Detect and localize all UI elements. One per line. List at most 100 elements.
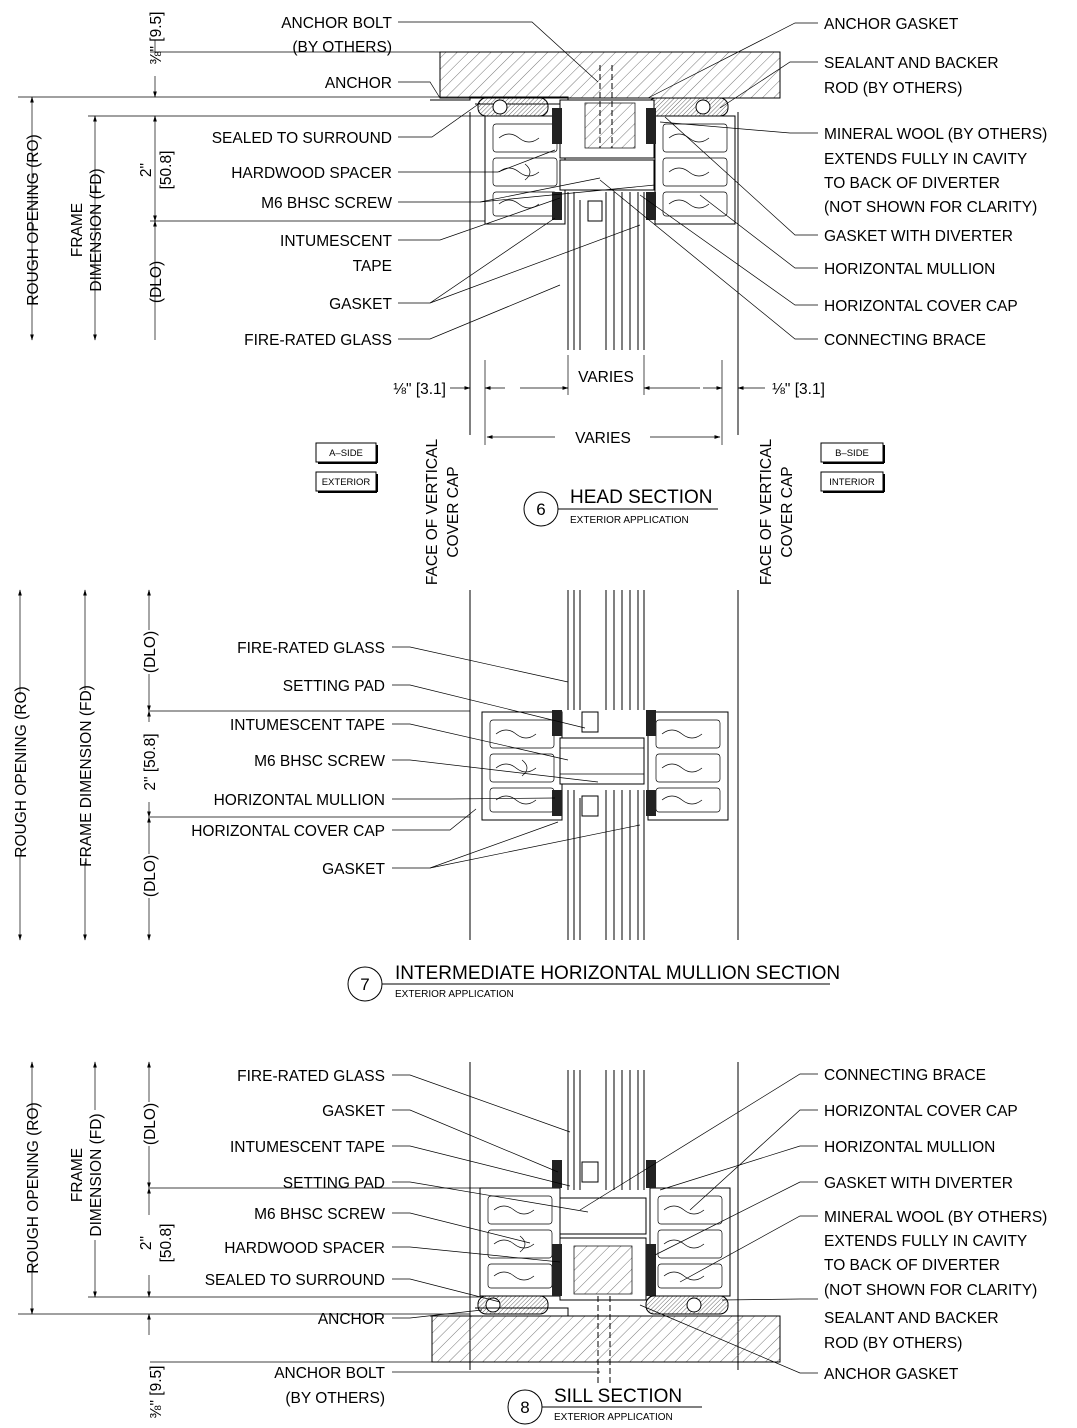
head-label-wool-1: MINERAL WOOL (BY OTHERS) [824,126,1047,143]
sill-glass [567,1070,645,1190]
head-dim-fd-1: FRAME [69,203,86,257]
head-dim-2in-b: [50.8] [158,151,175,190]
sill-section-subtitle: EXTERIOR APPLICATION [554,1412,673,1423]
mullion-dim-2in: 2" [50.8] [142,733,159,790]
head-label-screw: M6 BHSC SCREW [261,195,392,212]
mullion-section: FIRE-RATED GLASS SETTING PAD INTUMESCENT… [10,589,840,1002]
sill-label-wool-3: TO BACK OF DIVERTER [824,1257,1000,1274]
head-substrate [439,51,781,99]
head-dim-varies-inner: VARIES [578,369,634,386]
interior-tag: INTERIOR [820,471,885,493]
exterior-tag: EXTERIOR [315,471,378,493]
svg-text:EXTERIOR: EXTERIOR [322,477,371,488]
sill-frame-left [479,1187,561,1297]
svg-text:A–SIDE: A–SIDE [329,448,363,459]
head-label-anchor-gasket: ANCHOR GASKET [824,16,959,33]
sill-label-sealant-1: SEALANT AND BACKER [824,1310,999,1327]
head-sealant-left [477,97,549,117]
mullion-section-heading: INTERMEDIATE HORIZONTAL MULLION SECTION [395,963,840,984]
head-dim-eighth-left: ⅛" [3.1] [393,381,446,398]
head-label-glass: FIRE-RATED GLASS [244,332,392,349]
head-label-gasket-diverter: GASKET WITH DIVERTER [824,228,1013,245]
mullion-label-mullion: HORIZONTAL MULLION [214,792,385,809]
sill-label-wool-1: MINERAL WOOL (BY OTHERS) [824,1209,1047,1226]
head-label-wool-3: TO BACK OF DIVERTER [824,175,1000,192]
sill-label-wool-2: EXTENDS FULLY IN CAVITY [824,1233,1027,1250]
sill-label-gasket: GASKET [322,1103,385,1120]
head-section: ANCHOR BOLT (BY OTHERS) ANCHOR SEALED TO… [18,12,1047,586]
head-label-gasket: GASKET [329,296,392,313]
sill-label-setting-pad: SETTING PAD [283,1175,385,1192]
sill-label-sealant-2: ROD (BY OTHERS) [824,1335,962,1352]
head-dim-varies-outer: VARIES [575,430,631,447]
b-side-tag: B–SIDE [820,442,885,464]
sill-label-screw: M6 BHSC SCREW [254,1206,385,1223]
mullion-frame-right [647,711,729,821]
mullion-dim-dlo-lower: (DLO) [142,855,159,897]
sill-section-title: 8 SILL SECTION EXTERIOR APPLICATION [507,1386,702,1425]
face-label-left-2: COVER CAP [445,466,462,557]
head-anchor [430,96,569,105]
sill-dim-2in-a: 2" [138,1236,155,1250]
face-label-right-2: COVER CAP [779,466,796,557]
mullion-dim-ro: ROUGH OPENING (RO) [13,686,30,857]
head-label-intumescent-2: TAPE [353,258,392,275]
sill-dim-3-8: ⅜" [9.5] [148,1366,165,1419]
head-label-brace: CONNECTING BRACE [824,332,986,349]
sill-brace [559,1197,647,1235]
mullion-section-number: 7 [360,975,369,994]
sill-label-wool-4: (NOT SHOWN FOR CLARITY) [824,1282,1037,1299]
sill-section-heading: SILL SECTION [554,1386,682,1407]
head-label-wool-4: (NOT SHOWN FOR CLARITY) [824,199,1037,216]
head-label-anchor: ANCHOR [325,75,392,92]
mullion-glass-upper [567,590,645,733]
mullion-section-subtitle: EXTERIOR APPLICATION [395,989,514,1000]
svg-text:INTERIOR: INTERIOR [829,477,875,488]
sill-section-number: 8 [520,1398,529,1417]
mullion-label-screw: M6 BHSC SCREW [254,753,385,770]
head-label-intumescent-1: INTUMESCENT [280,233,392,250]
mullion-glass-lower [567,790,645,940]
head-dim-3-8: ⅜" [9.5] [148,12,165,65]
sill-label-anchor-bolt-2: (BY OTHERS) [285,1390,385,1407]
sill-label-cover-cap: HORIZONTAL COVER CAP [824,1103,1018,1120]
head-label-wool-2: EXTENDS FULLY IN CAVITY [824,151,1027,168]
face-label-right-1: FACE OF VERTICAL [758,439,775,586]
head-sealant-right [647,97,729,117]
head-glass [567,192,645,350]
mullion-label-gasket: GASKET [322,861,385,878]
head-label-anchor-bolt-2: (BY OTHERS) [292,39,392,56]
mullion-label-intumescent: INTUMESCENT TAPE [230,717,385,734]
head-dim-fd-2: DIMENSION (FD) [88,168,105,291]
head-dim-ro: ROUGH OPENING (RO) [25,134,42,305]
sill-frame-right [649,1187,731,1297]
sill-substrate [431,1315,781,1363]
head-label-cover-cap: HORIZONTAL COVER CAP [824,298,1018,315]
mullion-label-glass: FIRE-RATED GLASS [237,640,385,657]
sill-dim-fd-1: FRAME [69,1148,86,1202]
mullion-label-cover-cap: HORIZONTAL COVER CAP [191,823,385,840]
sill-label-anchor-gasket: ANCHOR GASKET [824,1366,959,1383]
mullion-frame-left [481,711,563,821]
sill-label-gasket-diverter: GASKET WITH DIVERTER [824,1175,1013,1192]
sill-dim-fd-2: DIMENSION (FD) [88,1113,105,1236]
head-label-sealant-2: ROD (BY OTHERS) [824,80,962,97]
head-label-mullion: HORIZONTAL MULLION [824,261,995,278]
head-section-title: 6 HEAD SECTION EXTERIOR APPLICATION [523,487,718,527]
head-label-hardwood: HARDWOOD SPACER [231,165,392,182]
sill-label-brace: CONNECTING BRACE [824,1067,986,1084]
head-label-sealant-1: SEALANT AND BACKER [824,55,999,72]
head-dim-eighth-right: ⅛" [3.1] [772,381,825,398]
sill-dim-ro: ROUGH OPENING (RO) [25,1102,42,1273]
head-dim-dlo: (DLO) [148,261,165,303]
sill-label-anchor-bolt-1: ANCHOR BOLT [274,1365,385,1382]
mullion-label-setting-pad: SETTING PAD [283,678,385,695]
head-label-sealed: SEALED TO SURROUND [212,130,392,147]
sill-dim-2in-b: [50.8] [158,1224,175,1263]
sill-label-sealed: SEALED TO SURROUND [205,1272,385,1289]
mullion-dim-fd: FRAME DIMENSION (FD) [78,685,95,867]
sill-label-hardwood: HARDWOOD SPACER [224,1240,385,1257]
svg-text:B–SIDE: B–SIDE [835,448,869,459]
sill-label-intumescent: INTUMESCENT TAPE [230,1139,385,1156]
